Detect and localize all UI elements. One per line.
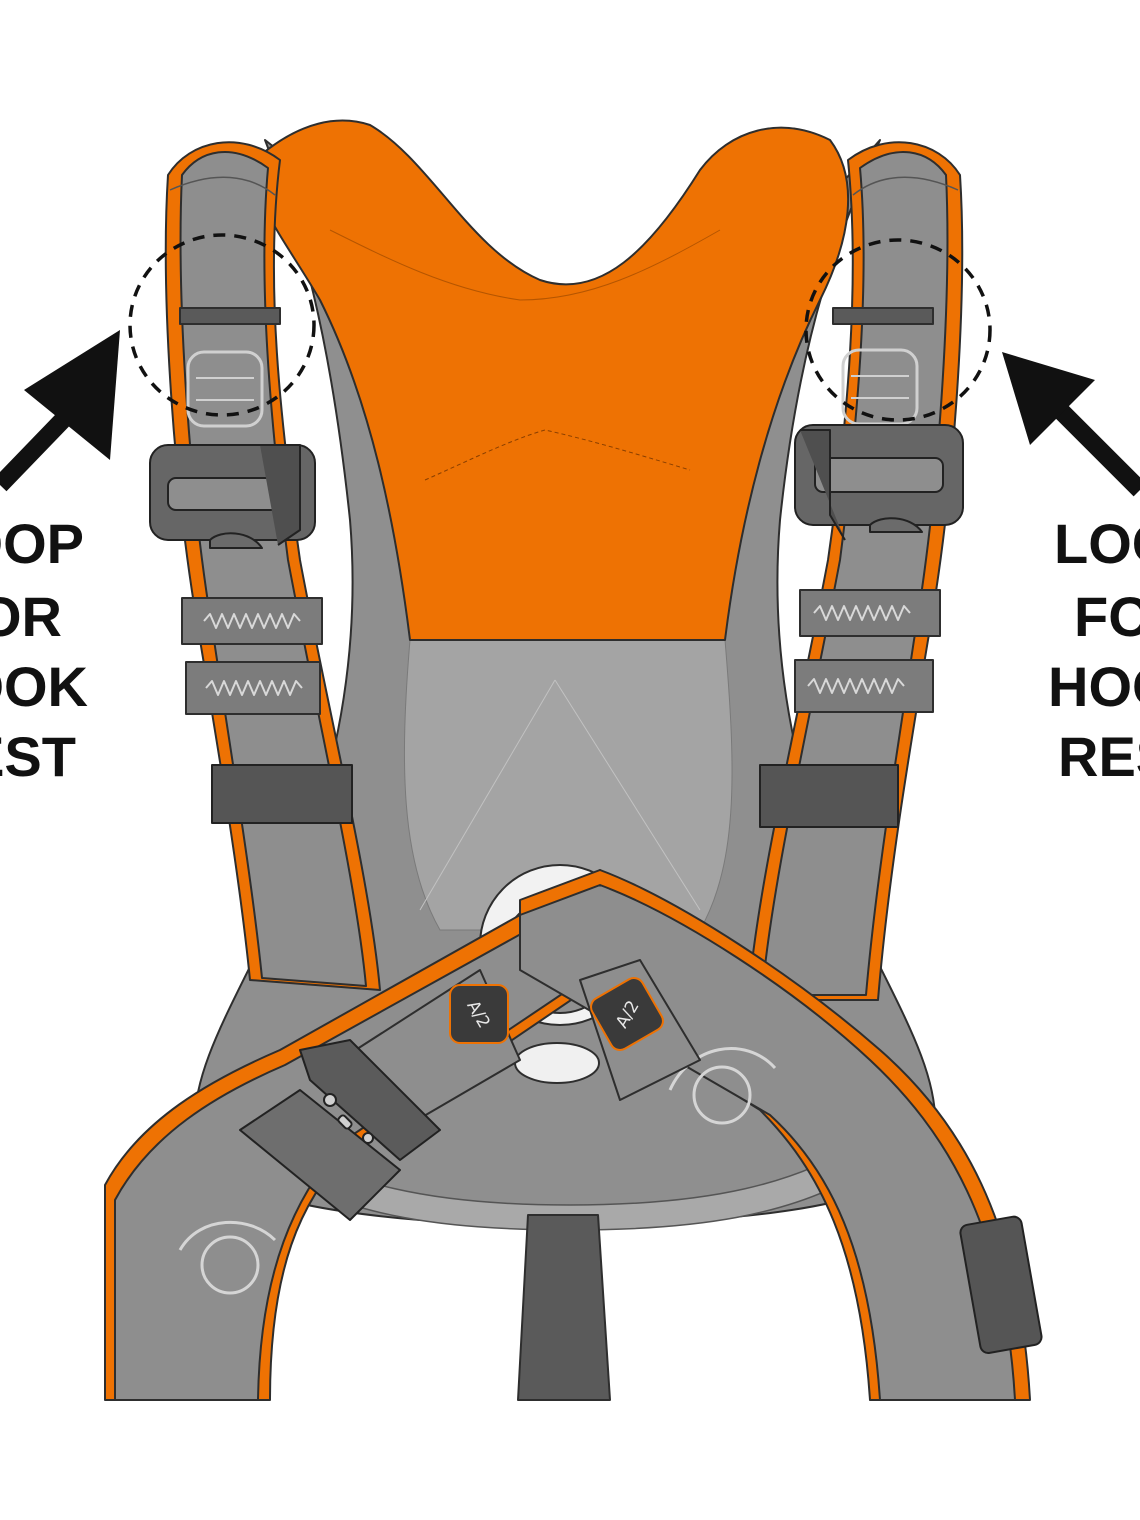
right-loop-highlight — [804, 238, 992, 422]
left-loop-highlight — [128, 233, 316, 417]
orange-yoke — [253, 119, 850, 641]
right-chest-connector — [579, 959, 701, 1101]
right-adjuster-buckle — [794, 424, 964, 541]
right-callout-line-3: HOOK — [1048, 655, 1140, 718]
arrow-icon — [0, 330, 120, 492]
left-callout-line-3: HOOK — [0, 655, 88, 718]
arrow-icon-right — [1002, 352, 1140, 497]
right-callout-line-2: FOR — [1074, 585, 1140, 648]
left-webbing-keepers — [181, 597, 353, 824]
left-callout: LOOP FOR HOOK REST — [0, 512, 88, 788]
left-adjuster-buckle — [149, 444, 316, 549]
stitch-icon — [203, 613, 301, 629]
right-webbing-keepers — [759, 589, 941, 828]
left-callout-line-4: REST — [0, 725, 76, 788]
right-callout-line-4: REST — [1058, 725, 1140, 788]
right-callout-line-1: LOOP — [1054, 512, 1140, 575]
left-callout-line-1: LOOP — [0, 512, 84, 575]
buckle-icon — [239, 1039, 441, 1221]
right-callout: LOOP FOR HOOK REST — [1048, 512, 1140, 788]
left-callout-line-2: FOR — [0, 585, 62, 648]
